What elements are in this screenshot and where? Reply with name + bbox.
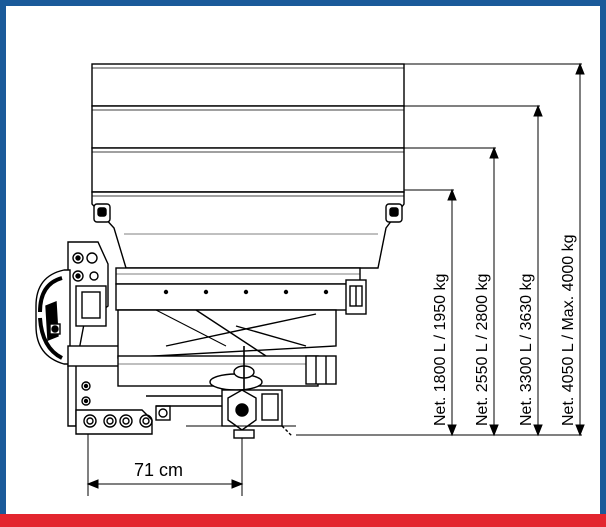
diagram-panel: Net. 1800 L / 1950 kg Net. 2550 L / 2800…: [6, 6, 600, 514]
spreader-diagram: Net. 1800 L / 1950 kg Net. 2550 L / 2800…: [35, 62, 585, 496]
hitch-assembly: [35, 241, 171, 435]
capacity-label-4: Net. 4050 L / Max. 4000 kg: [560, 234, 577, 426]
hopper-extensions: [91, 63, 405, 193]
width-dimension: [86, 434, 244, 496]
capacity-label-1: Net. 1800 L / 1950 kg: [432, 274, 449, 426]
spreader-mechanism: [117, 309, 337, 439]
bottom-accent-bar: [0, 514, 606, 527]
hopper-body: [91, 191, 405, 269]
capacity-label-2: Net. 2550 L / 2800 kg: [474, 274, 491, 426]
width-label: 71 cm: [134, 460, 183, 480]
chassis-frame: [115, 267, 367, 315]
capacity-label-3: Net. 3300 L / 3630 kg: [518, 274, 535, 426]
height-dimensions: [296, 62, 585, 437]
